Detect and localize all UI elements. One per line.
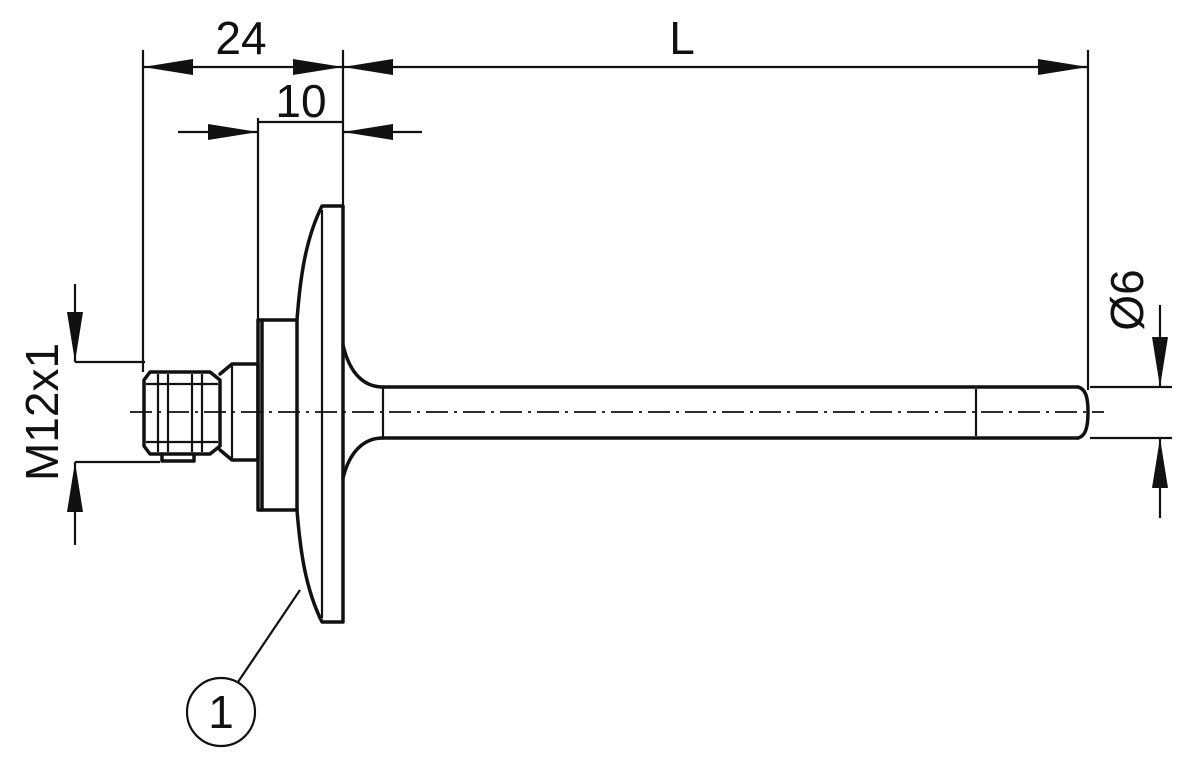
dimension-thread: M12x1 <box>16 284 83 545</box>
dimension-label-24: 24 <box>215 12 266 64</box>
flange <box>295 204 345 624</box>
probe-stem <box>381 385 1090 440</box>
sensor-body <box>142 204 1090 624</box>
dimension-label-thread: M12x1 <box>16 343 68 481</box>
extension-lines <box>75 50 1172 464</box>
thread-connector <box>142 370 222 463</box>
dimension-label-10: 10 <box>275 75 326 127</box>
callout-label: 1 <box>208 686 234 738</box>
dimension-24: 24 <box>143 12 343 75</box>
hex-shoulder <box>256 318 299 512</box>
callout-circle <box>185 676 257 748</box>
dimension-label-diameter: Ø6 <box>1101 269 1153 330</box>
dimension-label-L: L <box>669 12 695 64</box>
dimension-10: 10 <box>178 75 422 140</box>
callout-1: 1 <box>185 589 301 748</box>
dimension-diameter: Ø6 <box>1101 269 1168 518</box>
dimension-L: L <box>343 12 1088 75</box>
